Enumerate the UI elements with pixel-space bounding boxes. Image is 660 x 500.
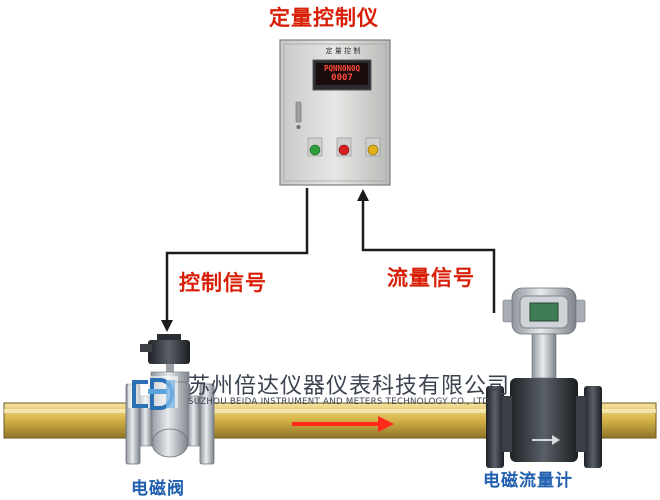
flowmeter-screen (529, 302, 559, 322)
flow-signal-wire (357, 189, 496, 313)
solenoid-valve-label: 电磁阀 (131, 479, 185, 499)
indicator-red (338, 144, 350, 156)
watermark-company-en: SUZHOU BEIDA INSTRUMENT AND METERS TECHN… (188, 397, 493, 407)
indicator-green (309, 144, 321, 156)
controller-title: 定量控制仪 (269, 6, 379, 30)
controller-panel-title: 定 量 控 制 (325, 47, 361, 55)
control-signal-label: 控制信号 (179, 271, 267, 295)
controller-cabinet (279, 39, 391, 186)
controller-display-bottom: 0007 (331, 73, 353, 83)
indicator-yellow (367, 144, 379, 156)
control-signal-wire (161, 188, 309, 332)
electromagnetic-flowmeter (486, 287, 602, 468)
flow-signal-label: 流量信号 (387, 266, 475, 290)
flow-direction-arrow (292, 416, 394, 432)
company-logo (128, 376, 178, 410)
controller-display-top: PQNN0N0Q (323, 64, 361, 73)
watermark-company-cn: 苏州倍达仪器仪表科技有限公司 (188, 374, 511, 399)
flowmeter-label: 电磁流量计 (483, 471, 573, 491)
